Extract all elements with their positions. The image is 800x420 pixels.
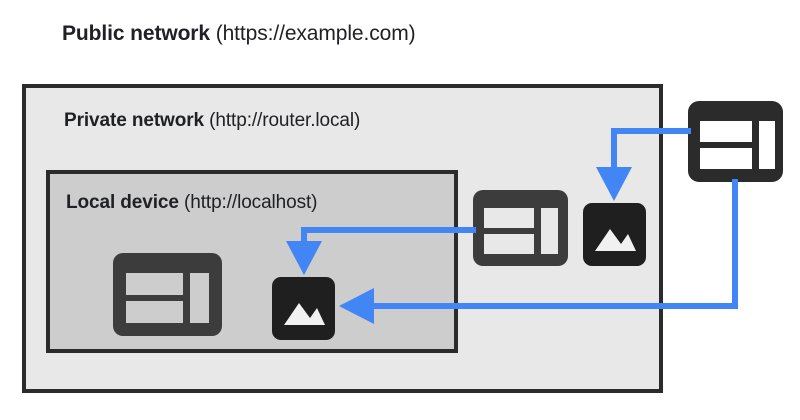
image-placeholder-icon	[272, 277, 335, 340]
local-device-label-strong: Local device	[66, 192, 179, 213]
image-placeholder-icon	[583, 203, 646, 266]
local-device-label-url: (http://localhost)	[178, 192, 318, 213]
page-title: Public network (https://example.com)	[62, 20, 416, 48]
page-title-strong: Public network	[62, 22, 210, 45]
browser-window-icon	[473, 190, 568, 266]
page-title-url: (https://example.com)	[209, 22, 416, 45]
browser-window-icon	[113, 253, 222, 336]
private-network-label-strong: Private network	[64, 110, 204, 131]
local-device-label: Local device (http://localhost)	[66, 190, 318, 216]
browser-window-icon	[688, 101, 783, 182]
private-network-label-url: (http://router.local)	[204, 110, 361, 131]
private-network-label: Private network (http://router.local)	[64, 108, 360, 134]
